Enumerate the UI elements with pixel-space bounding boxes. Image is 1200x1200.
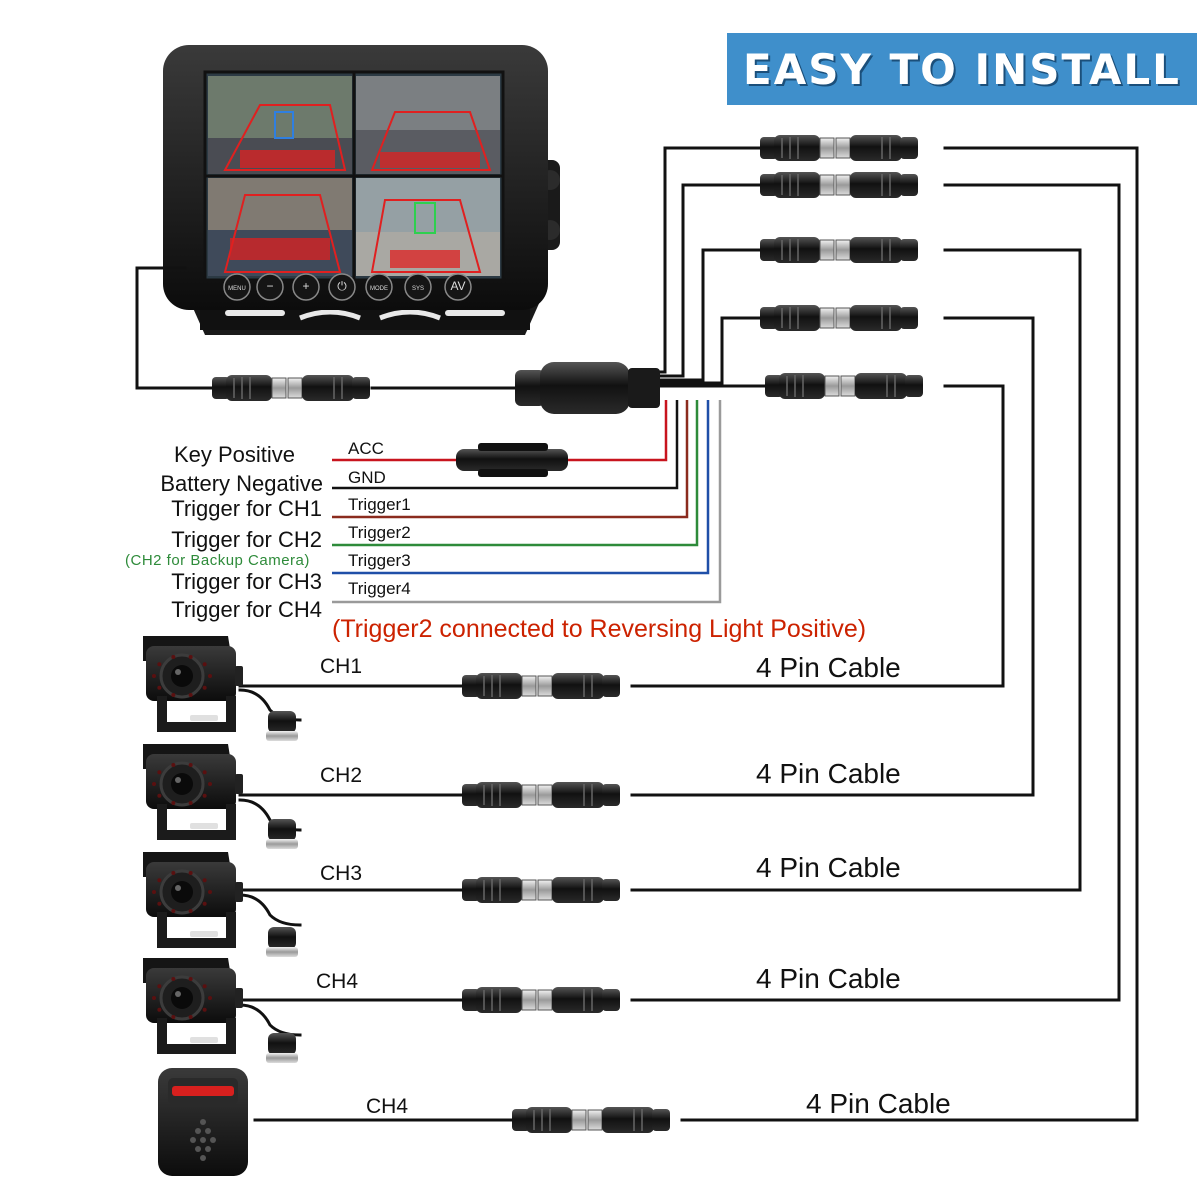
connector-ch1	[461, 672, 621, 700]
wire-trigger4	[332, 400, 722, 604]
wire-label-trigger-ch1: Trigger for CH1	[171, 496, 322, 521]
wire-trigger2	[332, 400, 699, 547]
channel-label-ch1: CH1	[320, 655, 363, 678]
camera-icon	[143, 744, 298, 849]
monitor-button-label: AV	[450, 279, 465, 293]
wire-tag-gnd: GND	[348, 468, 386, 487]
wire-trigger3	[332, 400, 710, 575]
harness-wire-ch-out-2	[658, 183, 762, 378]
ch2-backup-camera-note: (CH2 for Backup Camera)	[125, 552, 310, 569]
connector-out-2	[759, 171, 919, 199]
monitor-button-label: ⏻	[337, 279, 347, 293]
monitor-button-6[interactable]: AV	[444, 273, 472, 301]
cameras	[143, 636, 298, 1063]
harness-wire-ch-out-1	[658, 146, 762, 374]
cable-label-radar: 4 Pin Cable	[806, 1088, 951, 1119]
wire-tag-trigger3: Trigger3	[348, 551, 411, 570]
wire-tag-trigger4: Trigger4	[348, 579, 411, 598]
wire-tag-trigger1: Trigger1	[348, 495, 411, 514]
wire-label-key-positive: Key Positive	[173, 442, 295, 467]
monitor-button-3[interactable]: ⏻	[328, 273, 356, 301]
monitor-button-label: MENU	[228, 286, 246, 292]
wire-acc	[332, 400, 668, 462]
monitor	[163, 45, 560, 335]
harness-splitter	[540, 362, 630, 414]
monitor-button-1[interactable]: −	[256, 273, 284, 301]
wire-label-trigger-ch2: Trigger for CH2	[171, 527, 322, 552]
monitor-cable	[135, 266, 214, 390]
harness-wire-ch-out-4	[658, 316, 762, 385]
camera-icon	[143, 852, 298, 957]
connector-ch3	[461, 876, 621, 904]
channel-label-radar: CH4	[366, 1095, 409, 1118]
wire-trigger1	[332, 400, 689, 519]
wire-tag-trigger2: Trigger2	[348, 523, 411, 542]
monitor-button-label: MODE	[370, 286, 388, 292]
monitor-button-2[interactable]: +	[292, 273, 320, 301]
connector-out-4	[759, 304, 919, 332]
wire-gnd	[332, 400, 679, 490]
channel-label-ch4: CH4	[316, 970, 359, 993]
camera-icon	[143, 958, 298, 1063]
wire-label-battery-negative: Battery Negative	[160, 471, 323, 496]
channel-label-ch2: CH2	[320, 764, 363, 787]
monitor-button-label: −	[266, 279, 273, 293]
wire-label-trigger-ch4: Trigger for CH4	[171, 597, 322, 622]
connector-out-1	[759, 134, 919, 162]
reversing-light-note: (Trigger2 connected to Reversing Light P…	[332, 615, 867, 643]
connector-out-3	[759, 236, 919, 264]
wire-tag-acc: ACC	[348, 439, 384, 458]
connector-ch4	[461, 986, 621, 1014]
channel-label-ch3: CH3	[320, 862, 363, 885]
connector-ch2	[461, 781, 621, 809]
wiring	[135, 146, 1139, 1122]
return-wire-ch1	[630, 384, 1005, 688]
monitor-button-0[interactable]: MENU	[223, 273, 251, 301]
return-wire-ch2	[630, 316, 1035, 797]
monitor-button-label: SYS	[412, 286, 424, 292]
acc-fuse-holder	[456, 449, 568, 471]
harness	[211, 134, 924, 1134]
trigger-wires	[332, 400, 722, 604]
harness-wire-ch-out-3	[658, 248, 762, 382]
return-wire-ch3	[630, 248, 1082, 892]
cable-label-ch1: 4 Pin Cable	[756, 652, 901, 683]
monitor-button-row: MENU − + ⏻ MODE SYS AV	[223, 273, 472, 301]
easy-to-install-banner: EASY TO INSTALL	[727, 33, 1197, 105]
monitor-button-4[interactable]: MODE	[365, 273, 393, 301]
connector-out-5	[764, 372, 924, 400]
return-wire-radar	[680, 146, 1139, 1122]
camera-icon	[143, 636, 298, 741]
banner-title: EASY TO INSTALL	[743, 44, 1181, 94]
cable-label-ch4: 4 Pin Cable	[756, 963, 901, 994]
monitor-cable-connector	[211, 374, 371, 402]
cable-label-ch3: 4 Pin Cable	[756, 852, 901, 883]
monitor-button-label: +	[302, 279, 309, 293]
radar-sensor-icon	[158, 1068, 248, 1176]
return-wire-ch4	[630, 183, 1121, 1002]
cable-label-ch2: 4 Pin Cable	[756, 758, 901, 789]
monitor-button-5[interactable]: SYS	[404, 273, 432, 301]
connector-radar	[511, 1106, 671, 1134]
wire-label-trigger-ch3: Trigger for CH3	[171, 569, 322, 594]
